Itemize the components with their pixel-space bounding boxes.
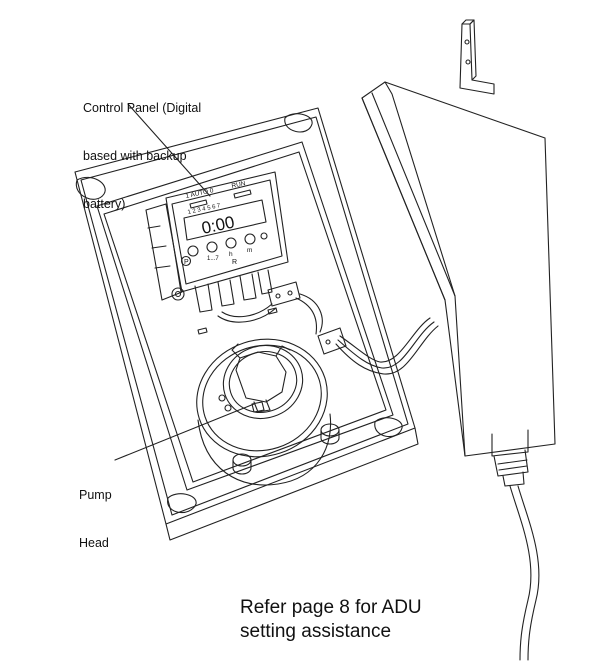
lcd-display	[183, 199, 267, 241]
program-button-label: P	[184, 259, 189, 266]
reset-button-label: R	[232, 259, 237, 266]
minute-button-label: m	[247, 247, 252, 254]
run-switch-label: RUN	[231, 180, 247, 190]
auto-switch	[189, 199, 208, 209]
settings-note-line-2: setting assistance	[240, 621, 392, 642]
enclosure-lid	[361, 81, 556, 457]
days-button	[206, 241, 218, 253]
program-button	[187, 245, 199, 257]
minute-button	[244, 233, 256, 245]
pump-head-callout-line-2: Head	[79, 536, 109, 550]
control-panel-leader	[127, 103, 211, 197]
pump-head	[196, 338, 332, 486]
aux-button	[260, 232, 268, 240]
control-panel-callout-line-2: based with backup	[83, 149, 187, 163]
days-button-label: 1...7	[207, 256, 219, 262]
cable-gland	[493, 449, 529, 487]
power-cable	[509, 485, 540, 661]
control-panel-callout: Control Panel (Digital based with backup…	[83, 68, 233, 228]
pump-head-callout: Pump Head	[79, 455, 139, 567]
hour-button	[225, 237, 237, 249]
hour-button-label: h	[229, 251, 233, 258]
run-switch	[233, 189, 252, 199]
enclosure-base	[74, 107, 419, 541]
pump-head-leader	[114, 403, 255, 461]
pump-head-callout-line-1: Pump	[79, 488, 112, 502]
wall-bracket	[459, 19, 495, 95]
control-panel-callout-line-3: battery)	[83, 197, 126, 211]
settings-note-line-1: Refer page 8 for ADU	[240, 597, 422, 618]
control-panel-callout-line-1: Control Panel (Digital	[83, 101, 202, 115]
mounting-posts	[232, 423, 340, 475]
wiring	[197, 281, 439, 375]
